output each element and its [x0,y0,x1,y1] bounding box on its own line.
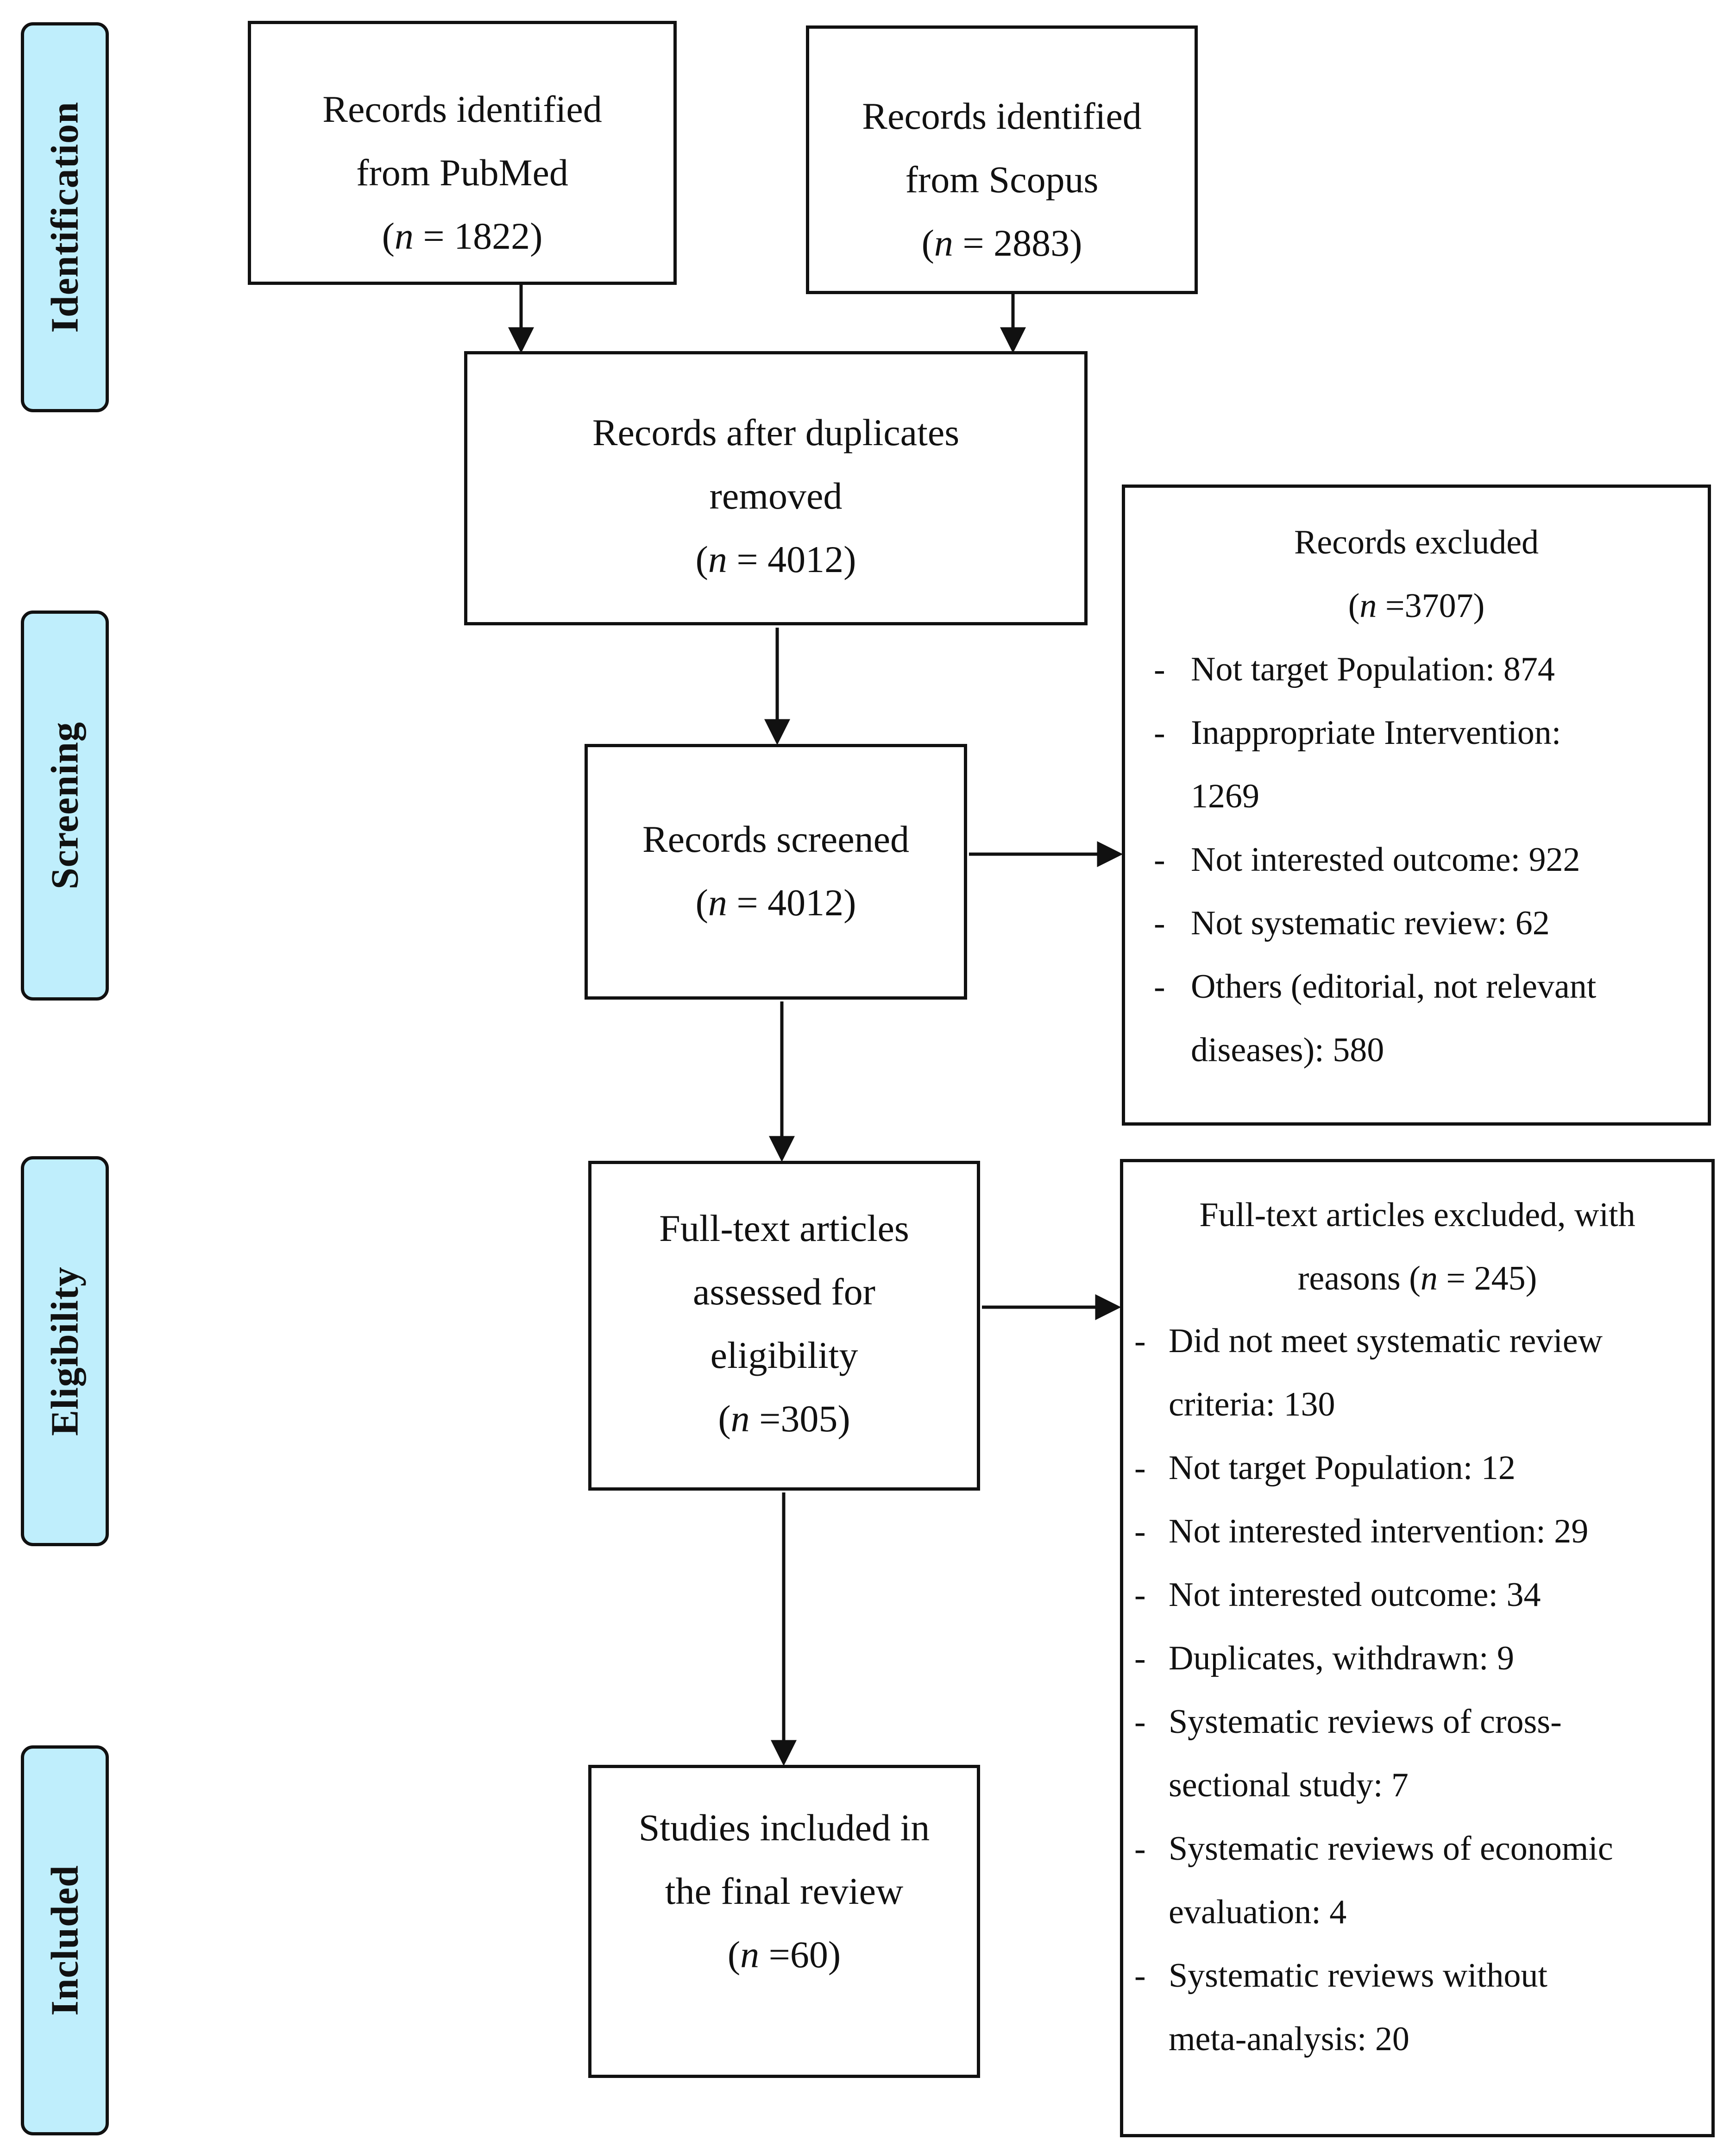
scopus-line1: Records identified [862,95,1142,137]
list-item: -Systematic reviews of cross-sectional s… [1134,1703,1562,1804]
fulltext-line3: eligibility [710,1334,858,1376]
stage-included: Included [21,1745,109,2135]
pubmed-line2: from PubMed [356,151,568,194]
dedup-line2: removed [709,475,843,517]
screened-count: (n = 4012) [695,881,856,924]
screened-records-box: Records screened (n = 4012) [585,744,967,1000]
list-item: -Inappropriate Intervention:1269 [1154,714,1561,815]
list-item: -Not target Population: 12 [1134,1449,1516,1487]
screened-line1: Records screened [642,818,909,860]
list-item: -Not interested outcome: 922 [1154,841,1580,879]
included-count: (n =60) [727,1933,841,1976]
excluded-title: Records excluded [1294,523,1539,561]
stage-eligibility: Eligibility [21,1156,109,1546]
pubmed-count: (n = 1822) [382,215,543,257]
included-line2: the final review [665,1870,904,1912]
list-item: -Duplicates, withdrawn: 9 [1134,1639,1514,1677]
stage-identification: Identification [21,22,109,412]
fulltext-line2: assessed for [693,1271,875,1313]
pubmed-line1: Records identified [322,88,602,130]
ft-excluded-title1: Full-text articles excluded, with [1199,1196,1635,1234]
fulltext-count: (n =305) [718,1398,850,1440]
records-excluded-box: Records excluded (n =3707) -Not target P… [1122,485,1711,1126]
fulltext-line1: Full-text articles [659,1207,909,1249]
ft-excluded-title2: reasons (n = 245) [1297,1259,1537,1297]
list-item: -Not interested intervention: 29 [1134,1512,1589,1550]
excluded-reasons-list: -Not target Population: 874 -Inappropria… [1154,638,1596,1082]
stage-screening: Screening [21,611,109,1001]
list-item: -Not target Population: 874 [1154,650,1555,688]
scopus-records-box: Records identified from Scopus (n = 2883… [806,25,1198,294]
list-item: -Not interested outcome: 34 [1134,1576,1541,1614]
fulltext-assessed-box: Full-text articles assessed for eligibil… [588,1161,980,1491]
scopus-line2: from Scopus [905,158,1099,201]
pubmed-records-box: Records identified from PubMed (n = 1822… [248,21,677,285]
excluded-count: (n =3707) [1348,587,1485,625]
dedup-count: (n = 4012) [695,538,856,580]
list-item: -Not systematic review: 62 [1154,904,1550,942]
dedup-line1: Records after duplicates [592,411,960,453]
included-line1: Studies included in [638,1807,930,1849]
scopus-count: (n = 2883) [921,222,1082,264]
dedup-records-box: Records after duplicates removed (n = 40… [464,351,1088,625]
studies-included-box: Studies included in the final review (n … [588,1765,980,2078]
fulltext-excluded-box: Full-text articles excluded, with reason… [1120,1159,1715,2137]
